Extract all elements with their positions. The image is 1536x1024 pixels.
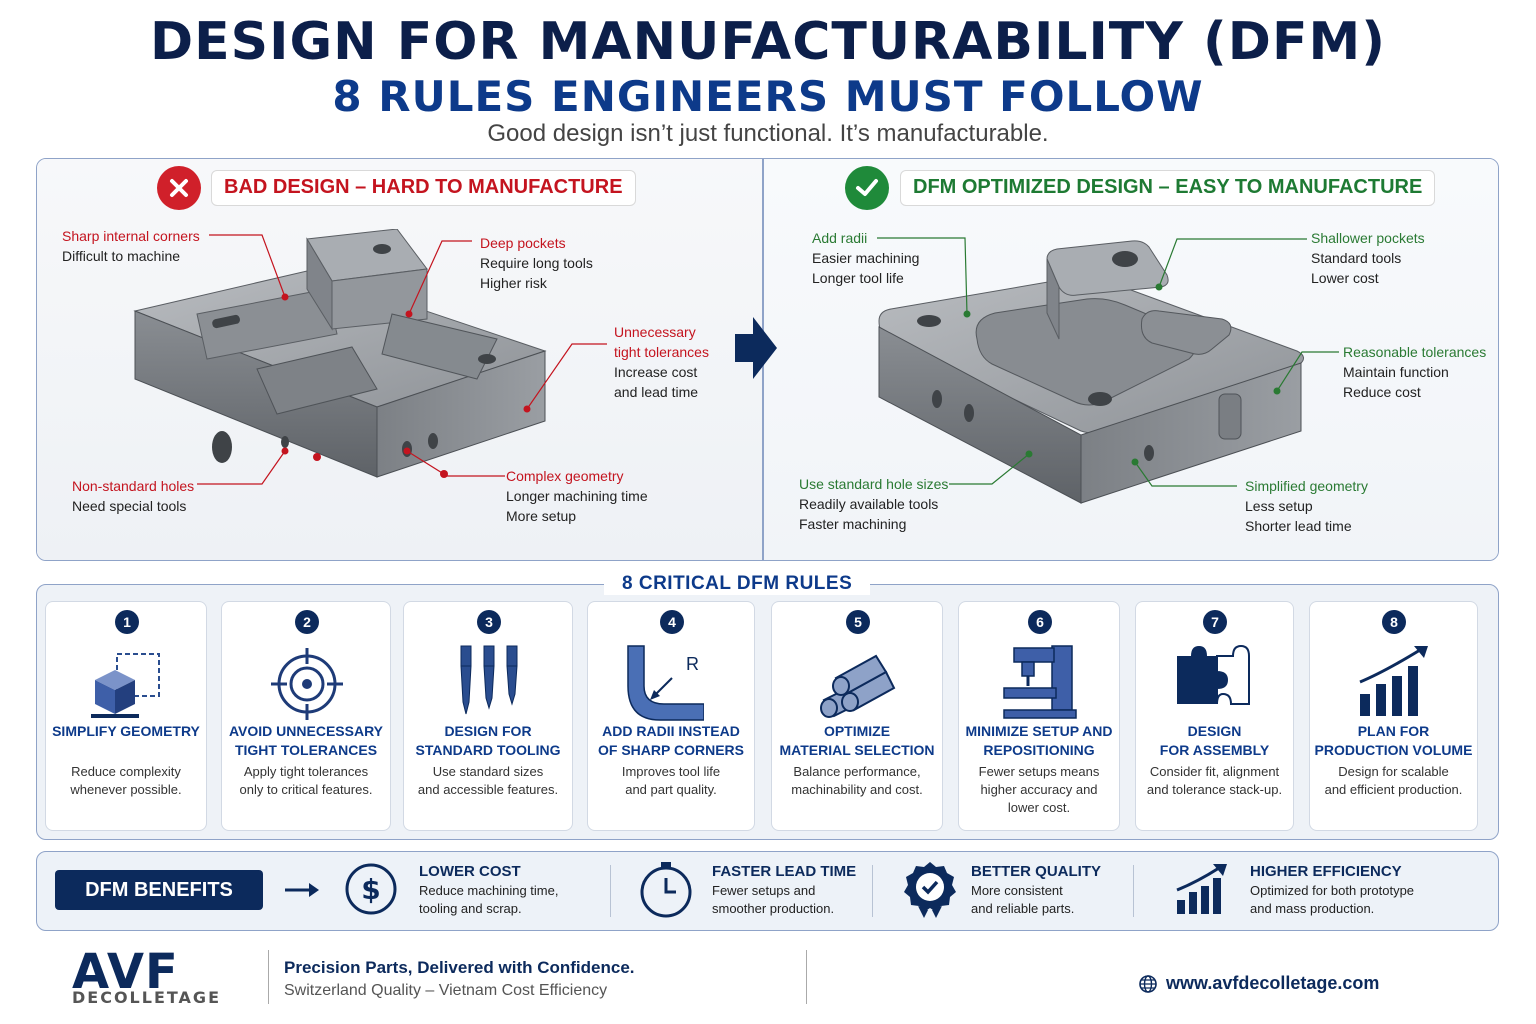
benefits-bar: [36, 851, 1499, 931]
bad-design-title: BAD DESIGN – HARD TO MANUFACTURE: [211, 170, 636, 206]
rule-number: 7: [1203, 610, 1227, 634]
cnc-machine-icon: [1003, 645, 1077, 719]
callout-sharp-corners: Sharp internal corners Difficult to mach…: [62, 228, 200, 264]
rule-number: 3: [477, 610, 501, 634]
callout-deep-pockets: Deep pockets Require long tools Higher r…: [480, 235, 593, 291]
globe-icon: [1139, 975, 1157, 993]
benefit-separator: [1133, 865, 1134, 917]
callout-reasonable-tolerances: Reasonable tolerances Maintain function …: [1343, 344, 1487, 400]
footer-slogan-secondary: Switzerland Quality – Vietnam Cost Effic…: [284, 982, 608, 999]
rule-number: 4: [660, 610, 684, 634]
rule-number: 5: [846, 610, 870, 634]
error-x-icon: [157, 166, 201, 210]
rule-number: 1: [115, 610, 139, 634]
callout-shallower-pockets: Shallower pockets Standard tools Lower c…: [1311, 230, 1425, 286]
benefit-heading: BETTER QUALITY: [971, 863, 1101, 880]
callout-nonstandard-holes: Non-standard holes Need special tools: [72, 478, 195, 514]
material-bars-icon: [820, 654, 896, 718]
quality-badge-icon: [904, 862, 956, 918]
callout-standard-holes: Use standard hole sizes Readily availabl…: [799, 476, 949, 532]
good-part-illustration: [878, 240, 1304, 504]
bad-part-illustration: [133, 229, 547, 478]
right-arrow-icon: [735, 317, 777, 379]
svg-text:$: $: [361, 873, 380, 906]
target-icon: [271, 648, 343, 720]
page-tagline: Good design isn’t just functional. It’s …: [487, 120, 1049, 147]
rule-description: Balance performance,machinability and co…: [791, 764, 923, 797]
drill-bits-icon: [460, 645, 518, 715]
growth-chart-icon: [1359, 646, 1428, 716]
callout-simplified-geometry: Simplified geometry Less setup Shorter l…: [1245, 478, 1368, 534]
dollar-icon: $: [345, 863, 397, 915]
footer-separator: [806, 950, 807, 1004]
benefit-heading: FASTER LEAD TIME: [712, 863, 857, 880]
benefit-separator: [872, 865, 873, 917]
rule-heading: SIMPLIFY GEOMETRY: [52, 723, 200, 739]
comparison-panel: [36, 158, 1499, 561]
radius-label: R: [686, 654, 699, 674]
page-title: DESIGN FOR MANUFACTURABILITY (DFM): [150, 12, 1386, 72]
footer-slogan: Precision Parts, Delivered with Confiden…: [284, 958, 635, 977]
rule-number: 6: [1028, 610, 1052, 634]
good-design-title: DFM OPTIMIZED DESIGN – EASY TO MANUFACTU…: [900, 170, 1436, 206]
callout-complex-geometry: Complex geometry Longer machining time M…: [506, 468, 648, 524]
benefit-separator: [610, 865, 611, 917]
rule-number: 2: [295, 610, 319, 634]
benefit-description: Reduce machining time,tooling and scrap.: [419, 883, 559, 916]
page-subtitle: 8 RULES ENGINEERS MUST FOLLOW: [332, 72, 1204, 121]
company-logo: AVF: [72, 944, 179, 1000]
benefits-label: DFM BENEFITS: [55, 870, 263, 910]
puzzle-icon: [1177, 644, 1250, 705]
rules-title: 8 CRITICAL DFM RULES: [604, 573, 871, 595]
callout-add-radii: Add radii Easier machining Longer tool l…: [812, 230, 920, 286]
radius-corner-icon: [627, 645, 704, 721]
efficiency-chart-icon: [1176, 864, 1227, 914]
arrow-right-icon: [285, 883, 319, 897]
benefit-heading: LOWER COST: [419, 863, 521, 880]
good-callout-lines: [877, 237, 1339, 487]
cube-icon: [91, 653, 160, 718]
website-link[interactable]: www.avfdecolletage.com: [1166, 973, 1380, 993]
callout-tight-tolerances: Unnecessary tight tolerances Increase co…: [614, 324, 709, 400]
rule-number: 8: [1382, 610, 1406, 634]
company-logo-subtitle: DECOLLETAGE: [72, 988, 221, 1007]
benefit-heading: HIGHER EFFICIENCY: [1250, 863, 1402, 880]
bad-callout-lines: [197, 234, 607, 485]
clock-icon: [640, 862, 692, 918]
check-icon: [845, 166, 889, 210]
footer-separator: [268, 950, 269, 1004]
